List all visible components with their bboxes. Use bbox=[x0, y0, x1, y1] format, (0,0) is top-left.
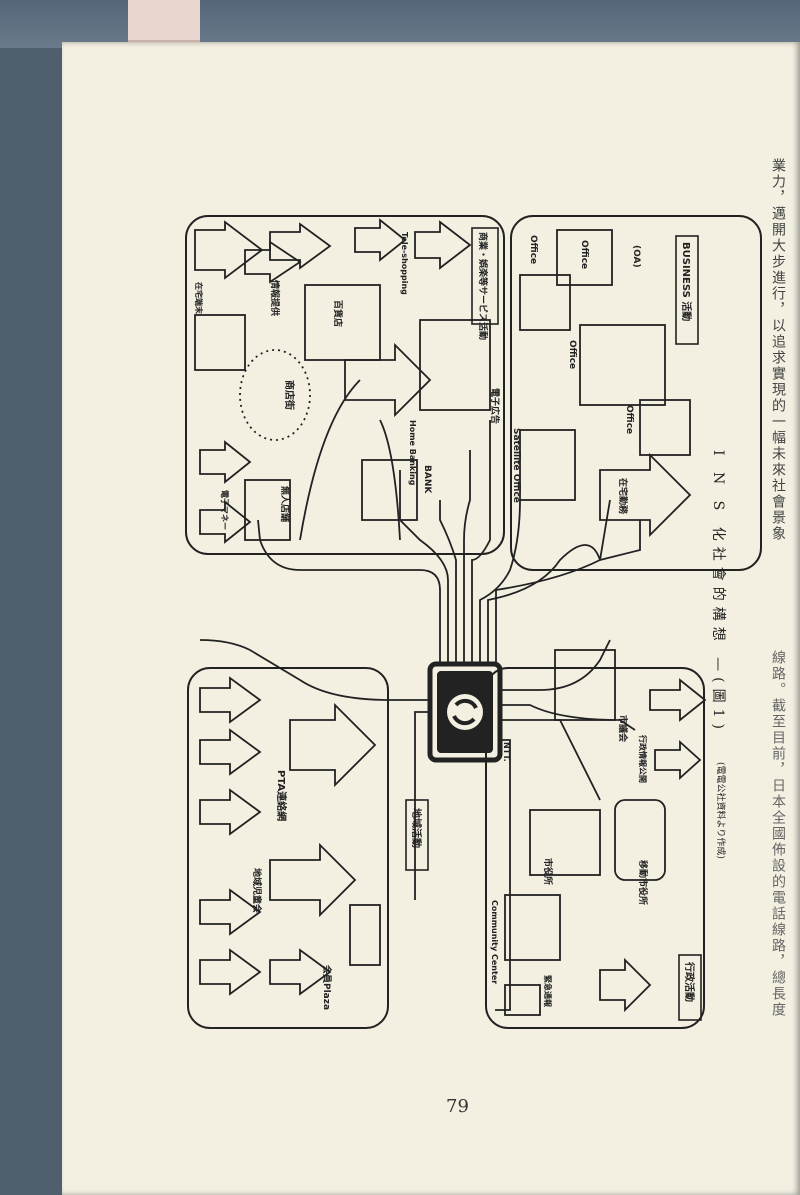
business-section-box bbox=[510, 215, 762, 571]
city-council-label: 市議会 bbox=[617, 715, 629, 743]
children-club-label: 地域児童会 bbox=[251, 868, 263, 914]
office-building bbox=[639, 399, 691, 456]
pta-network-label: PTA連絡網 bbox=[275, 770, 288, 821]
commerce-section-box bbox=[185, 215, 505, 555]
office-building bbox=[556, 229, 613, 286]
house-icons bbox=[194, 218, 707, 1013]
business-banner-label: BUSINESS 活動 bbox=[680, 242, 693, 321]
government-section-box bbox=[485, 667, 705, 1029]
department-store bbox=[419, 319, 491, 411]
government-banner bbox=[678, 954, 702, 1021]
info-disclosure-label: 行政情報公開 bbox=[638, 734, 648, 783]
mobile-city-office-label: 移動市役所 bbox=[637, 860, 649, 905]
home-banking-label: Home Banking bbox=[408, 420, 417, 486]
shopping-street-label: 商店街 bbox=[283, 380, 296, 410]
community-center-label: Community Center bbox=[490, 900, 499, 984]
building-icons bbox=[194, 229, 691, 1016]
body-text-column: 業力，邁開大步進行，以追求實現的一幅未來社會景象 bbox=[770, 158, 786, 542]
unmanned-store bbox=[244, 479, 291, 541]
shop-building bbox=[194, 314, 246, 371]
community-center bbox=[504, 894, 561, 961]
business-banner bbox=[675, 235, 699, 345]
figure-title: I N S 化社會的構想 —(圖1) bbox=[710, 450, 726, 735]
e-money-label: 電子マネー bbox=[220, 490, 230, 530]
book-page bbox=[62, 42, 800, 1195]
commerce-banner bbox=[471, 227, 499, 325]
plaza-terminal bbox=[349, 904, 381, 966]
bank-label: BANK bbox=[422, 465, 432, 494]
city-hall bbox=[529, 809, 601, 876]
ins-hub bbox=[427, 661, 503, 763]
department-store-label: 百貨店 bbox=[332, 300, 344, 327]
office-label: Office bbox=[624, 405, 634, 434]
office-label: Office bbox=[567, 340, 577, 369]
tele-shopping-label: Tele-shopping bbox=[400, 232, 409, 295]
emergency-call-label: 緊急通報 bbox=[543, 975, 553, 1008]
bank-building bbox=[361, 459, 418, 521]
office-building bbox=[579, 324, 666, 406]
book-label-tag bbox=[128, 0, 200, 42]
network-cables bbox=[199, 379, 641, 1011]
shopping-district bbox=[239, 349, 311, 441]
unmanned-store-label: 無人店舗 bbox=[279, 486, 291, 522]
plaza-label: 会員Plaza bbox=[321, 965, 333, 1010]
mobile-city-office-bus bbox=[614, 799, 666, 881]
home-terminal-label: 在宅端末 bbox=[194, 282, 204, 314]
info-provision-label: 情報提供 bbox=[269, 279, 281, 316]
oa-label: (OA) bbox=[631, 245, 641, 268]
satellite-office bbox=[519, 429, 576, 501]
e-advertising-label: 電子広告 bbox=[489, 388, 501, 424]
home-work-label: 在宅勤務 bbox=[617, 478, 629, 515]
community-section-box bbox=[187, 667, 389, 1029]
department-store-building bbox=[304, 284, 381, 361]
community-banner bbox=[405, 799, 429, 871]
government-banner-label: 行政活動 bbox=[683, 961, 696, 1002]
community-banner-label: 地域活動 bbox=[410, 808, 423, 848]
city-hall-label: 市役所 bbox=[542, 858, 554, 885]
office-label: Office bbox=[579, 240, 589, 269]
city-council bbox=[554, 649, 616, 721]
satellite-office-label: Satellite Office bbox=[511, 428, 521, 503]
commerce-banner-label: 商業・娯楽等サービス活動 bbox=[477, 232, 489, 340]
office-label: Office bbox=[528, 235, 538, 264]
body-text-column: 線路。截至目前，日本全國佈設的電話線路，總長度 bbox=[770, 650, 786, 1018]
ntt-label: NTT. bbox=[502, 742, 511, 762]
office-building bbox=[519, 274, 571, 331]
emergency-station bbox=[504, 984, 541, 1016]
figure-source: (電電公社資料より作成) bbox=[715, 762, 727, 859]
page-number: 79 bbox=[446, 1096, 469, 1117]
